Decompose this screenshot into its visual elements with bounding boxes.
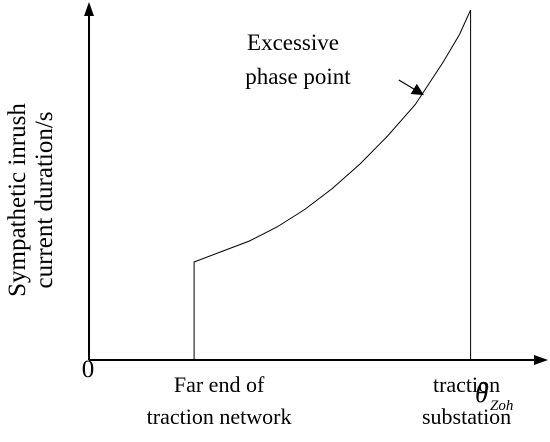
series-line-0 — [193, 9, 472, 360]
annotation-arrow-icon — [398, 79, 424, 96]
x-axis-label-symbol: θ — [475, 378, 488, 408]
x-tick-label-0-line-1: Far end of — [174, 372, 265, 397]
x-tick-label-1-line-2: substation — [422, 404, 511, 429]
annotation: Excessive phase point — [245, 30, 424, 96]
x-tick-label-0-line-2: traction network — [147, 404, 292, 429]
annotation-line-2: phase point — [245, 64, 351, 89]
y-axis-label-line-2: current duration/s — [31, 111, 58, 288]
x-axis-label-subscript: Zoh — [490, 398, 513, 414]
x-tick-labels: Far end of traction network traction substa… — [147, 372, 512, 429]
y-axis-label: Sympathetic inrush current duration/s — [4, 103, 58, 297]
x-tick-label-1-line-1: traction — [433, 372, 500, 397]
x-axis-label: θ Zoh — [475, 378, 513, 414]
y-axis-arrow-icon — [84, 2, 94, 16]
x-axis-arrow-icon — [534, 355, 548, 365]
origin-label: 0 — [82, 356, 95, 383]
annotation-line-1: Excessive — [247, 30, 339, 55]
series-group — [193, 9, 472, 360]
y-axis-label-line-1: Sympathetic inrush — [4, 103, 31, 297]
